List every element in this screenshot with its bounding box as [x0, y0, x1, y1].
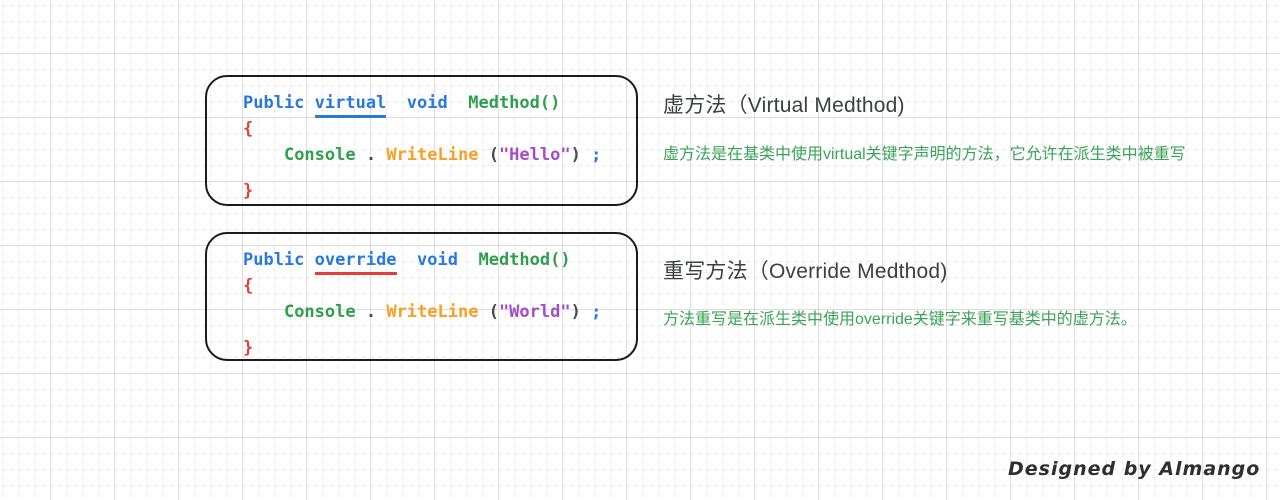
code-token: ): [570, 145, 592, 165]
code-token: {: [243, 119, 254, 139]
override-method-title: 重写方法（Override Medthod): [663, 260, 948, 283]
code-token: Medthod(): [478, 250, 571, 270]
code-token: [243, 302, 284, 322]
code-token: [458, 250, 478, 270]
code-token: [243, 145, 284, 165]
code-token: .: [355, 145, 387, 165]
code-line: Public override void Medthod(): [243, 247, 626, 275]
code-token: Medthod(): [468, 93, 561, 113]
code-line: {: [243, 273, 626, 299]
designer-signature: Designed by Almango: [1008, 458, 1261, 480]
code-line: }: [243, 178, 626, 204]
code-token: ;: [591, 145, 602, 165]
code-line: Console . WriteLine ("Hello") ;: [243, 142, 626, 168]
code-token: void: [406, 93, 448, 113]
code-line: {: [243, 116, 626, 142]
code-line: Public virtual void Medthod(): [243, 90, 626, 118]
code-token: "World": [498, 302, 571, 322]
code-token: ;: [591, 302, 602, 322]
code-token: "Hello": [498, 145, 571, 165]
code-token: WriteLine: [386, 302, 479, 322]
code-token: Console: [283, 302, 356, 322]
virtual-method-description: 虚方法是在基类中使用virtual关键字声明的方法，它允许在派生类中被重写: [663, 146, 1186, 163]
code-box-virtual-method: Public virtual void Medthod(){ Console .…: [205, 75, 638, 206]
code-token: .: [355, 302, 387, 322]
code-token: (: [478, 302, 499, 322]
code-token: ): [570, 302, 592, 322]
code-token: override: [314, 250, 397, 275]
code-token: Public: [243, 93, 315, 113]
code-token: [386, 93, 406, 113]
code-token: Public: [243, 250, 315, 270]
code-token: (: [478, 145, 499, 165]
code-token: WriteLine: [386, 145, 479, 165]
code-token: {: [243, 276, 254, 296]
code-box-override-method: Public override void Medthod(){ Console …: [205, 232, 638, 361]
code-line: Console . WriteLine ("World") ;: [243, 299, 626, 325]
code-token: }: [243, 181, 254, 201]
code-token: }: [243, 338, 254, 358]
code-token: void: [417, 250, 458, 270]
code-token: [397, 250, 417, 270]
code-token: [448, 93, 468, 113]
virtual-method-title: 虚方法（Virtual Medthod): [663, 94, 905, 117]
code-token: virtual: [314, 93, 387, 118]
override-method-description: 方法重写是在派生类中使用override关键字来重写基类中的虚方法。: [663, 311, 1137, 328]
code-token: Console: [283, 145, 356, 165]
code-line: }: [243, 335, 626, 361]
